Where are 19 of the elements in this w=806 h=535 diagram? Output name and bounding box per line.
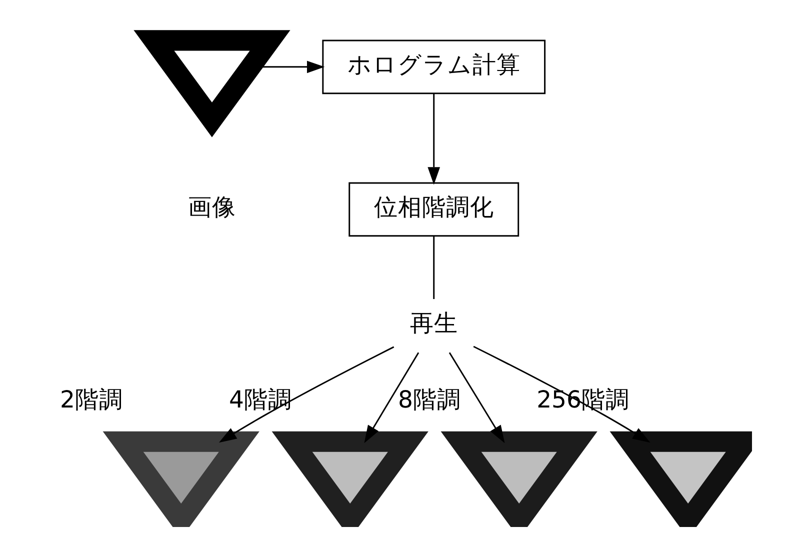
node-label: 2階調 bbox=[60, 386, 123, 414]
node-box: ホログラム計算 bbox=[322, 40, 546, 94]
picture bbox=[440, 431, 598, 527]
node-label: 4階調 bbox=[228, 386, 292, 414]
arrow bbox=[364, 352, 420, 444]
node-box: 位相階調化 bbox=[348, 182, 520, 237]
picture bbox=[134, 30, 290, 138]
node-label: 8階調 bbox=[398, 386, 461, 414]
arrow bbox=[218, 346, 394, 443]
node-label: 256階調 bbox=[536, 386, 630, 414]
picture bbox=[610, 431, 752, 527]
picture bbox=[272, 431, 428, 527]
picture bbox=[102, 431, 260, 527]
node-text: 再生 bbox=[410, 309, 458, 338]
label: 画像 bbox=[188, 193, 236, 222]
connector bbox=[433, 236, 435, 300]
arrow bbox=[448, 352, 505, 444]
arrow bbox=[473, 346, 650, 443]
arrow bbox=[428, 94, 440, 185]
